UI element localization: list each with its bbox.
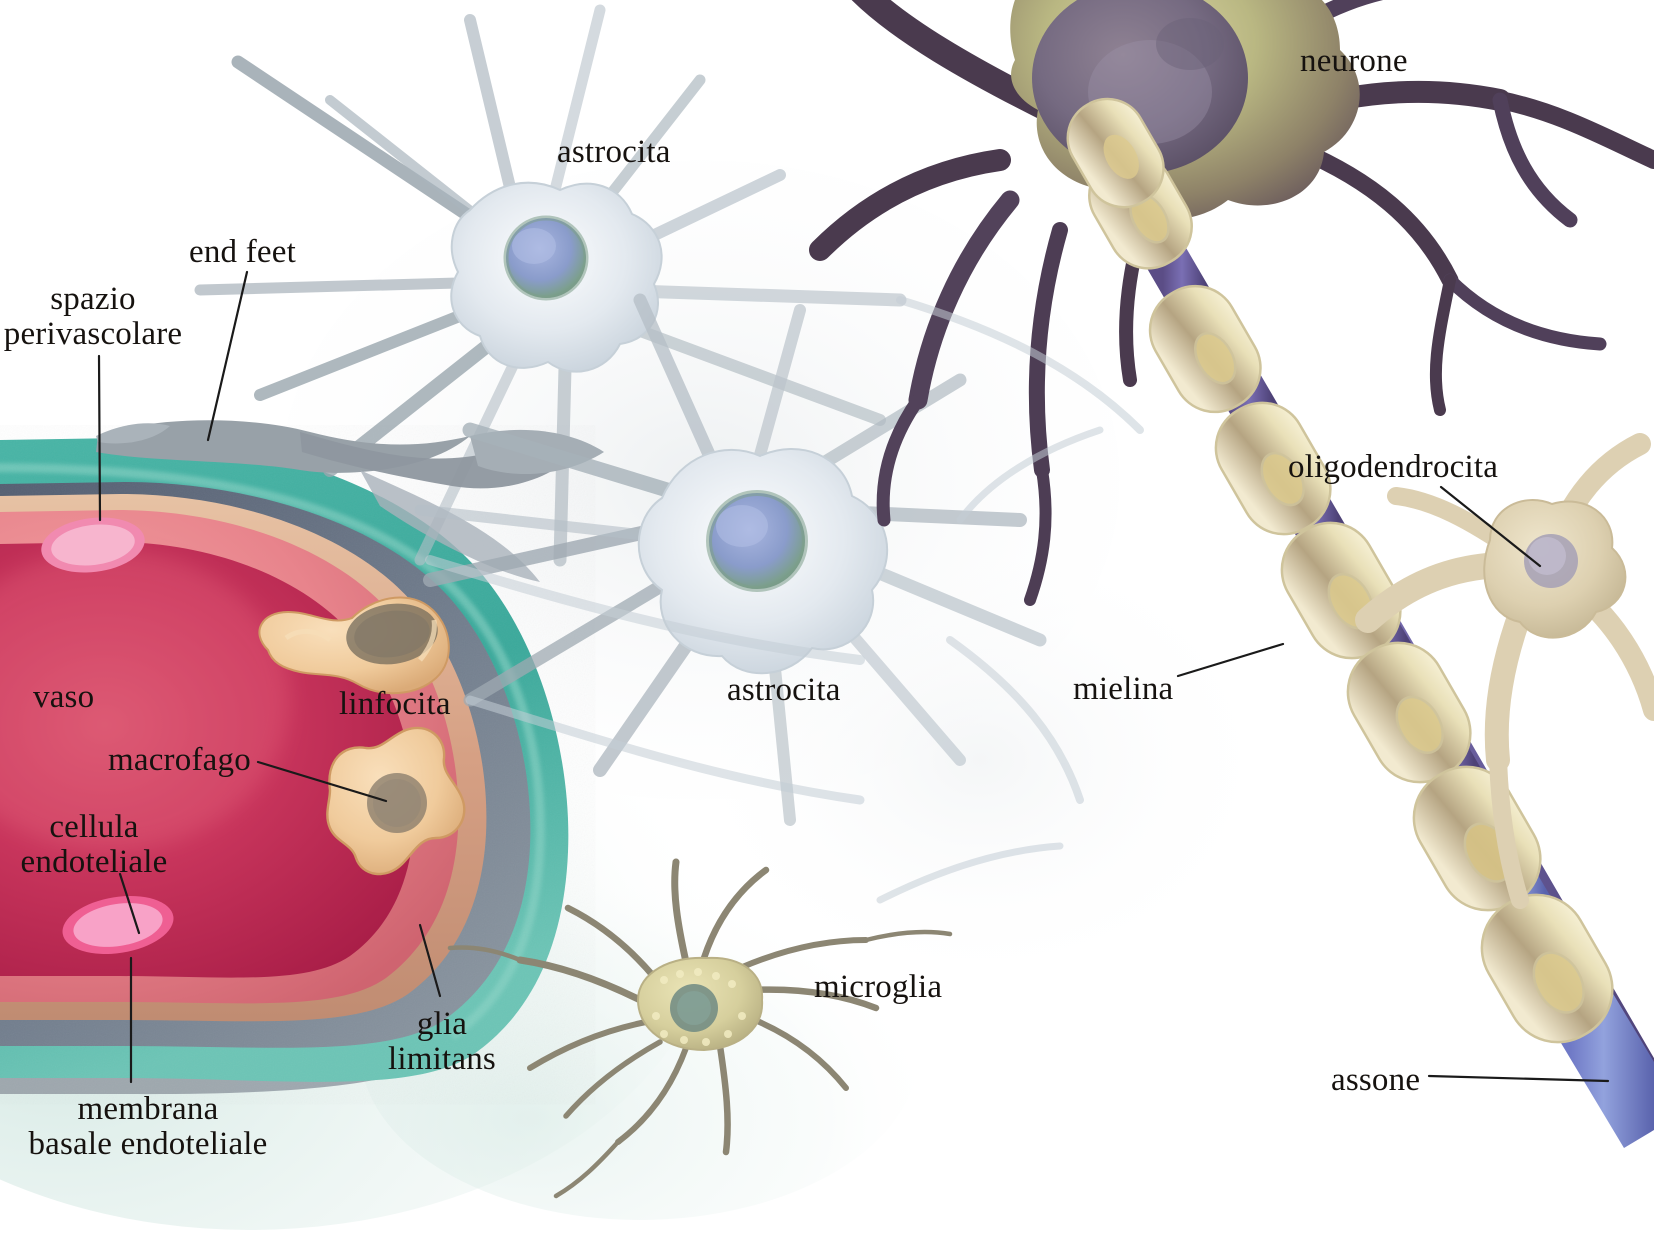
initial-myelin-segment <box>1066 97 1165 209</box>
cellula-endoteliale-leader <box>118 872 141 935</box>
label-microglia: microglia <box>814 969 943 1005</box>
macrofago-leader <box>256 760 388 803</box>
label-end-feet: end feet <box>189 234 296 270</box>
spazio-perivascolare-leader <box>97 354 102 522</box>
astrocyte-upper <box>194 4 907 567</box>
label-neurone: neurone <box>1300 43 1408 79</box>
astrocyte-endfeet <box>96 420 604 582</box>
end-feet-leader <box>206 270 249 442</box>
label-vaso: vaso <box>33 679 95 715</box>
endothelial-nucleus-upper <box>41 517 145 573</box>
oligodendrocita-leader <box>1439 485 1542 568</box>
label-macrofago: macrofago <box>108 742 251 778</box>
microglia-granules <box>652 968 746 1046</box>
label-membrana-basale: membrana basale endoteliale <box>28 1091 268 1162</box>
endothelial-nucleus-lower <box>62 895 174 955</box>
label-astrocita-2: astrocita <box>727 672 841 708</box>
blood-vessel-group <box>0 438 569 1095</box>
label-cellula-endoteliale: cellula endoteliale <box>20 809 168 880</box>
label-oligodendrocita: oligodendrocita <box>1288 449 1499 485</box>
label-mielina: mielina <box>1073 671 1174 707</box>
oligodendrocyte <box>1355 433 1654 909</box>
label-assone: assone <box>1331 1062 1421 1098</box>
glia-limitans-highlight <box>0 463 545 1040</box>
label-linfocita: linfocita <box>339 686 451 722</box>
background-glial-fibres <box>425 296 1144 904</box>
assone-leader <box>1427 1074 1610 1083</box>
label-spazio-perivascolare: spazio perivascolare <box>3 281 183 352</box>
lymphocyte <box>258 596 450 695</box>
glia-limitans-leader <box>418 923 442 998</box>
microglia <box>447 858 953 1199</box>
leader-lines <box>97 270 1610 1084</box>
microglia-processes <box>447 858 953 1199</box>
label-glia-limitans: glia limitans <box>388 1006 496 1077</box>
mielina-leader <box>1176 642 1285 678</box>
lumen-sheen <box>0 550 290 850</box>
label-astrocita-1: astrocita <box>557 134 671 170</box>
macrophage <box>326 726 466 876</box>
